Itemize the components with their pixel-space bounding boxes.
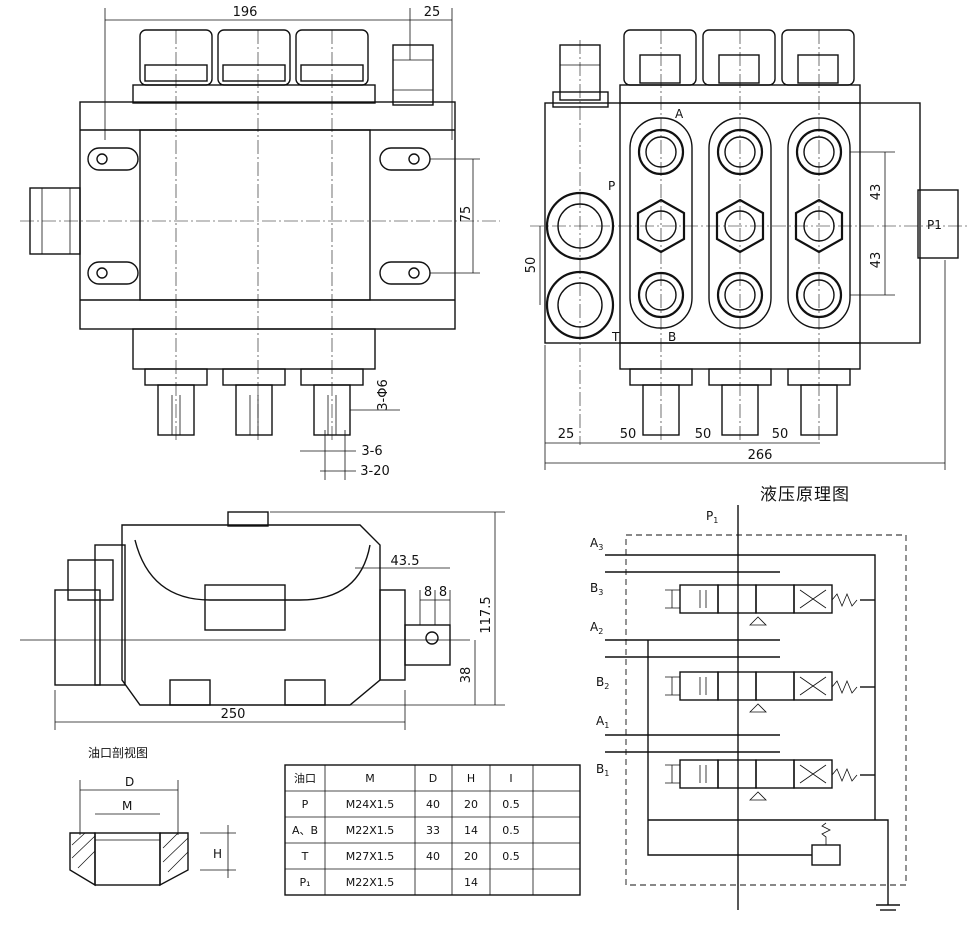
table-cell: M24X1.5 [346,798,395,811]
dim-50-front-1: 50 [620,427,637,442]
dim-8-b: 8 [439,585,447,600]
dim-8-a: 8 [424,585,432,600]
section-title: 油口剖视图 [88,745,148,760]
table-cell: 40 [426,850,440,863]
table-cell: M22X1.5 [346,876,395,889]
dim-50-front-3: 50 [772,427,789,442]
port-label-P1: P1 [927,218,942,232]
schematic-label-A1: A1 [596,714,609,730]
port-label-T: T [611,330,620,344]
table-cell: M27X1.5 [346,850,395,863]
schematic-label-A2: A2 [590,620,603,636]
table-cell: 14 [464,876,478,889]
dim-3phi6: 3-Φ6 [376,379,391,410]
schematic-label-B1: B1 [596,762,609,778]
table-cell: A、B [292,824,318,837]
schematic-label-A3: A3 [590,536,603,552]
table-cell: T [301,850,309,863]
table-header-cell: M [365,772,375,785]
table-cell: P [302,798,309,811]
schematic-label-B3: B3 [590,581,603,597]
dim-43-lower: 43 [869,252,884,269]
section-label-H: H [213,847,222,861]
dim-50-front-2: 50 [695,427,712,442]
table-header-cell: I [509,772,512,785]
dim-75: 75 [459,206,474,223]
dim-196: 196 [233,5,258,20]
table-cell: 0.5 [502,798,520,811]
schematic-label-B2: B2 [596,675,609,691]
table-cell: 20 [464,850,478,863]
dim-25-top: 25 [424,5,441,20]
table-cell: 14 [464,824,478,837]
table-header-cell: D [429,772,437,785]
table-cell: 20 [464,798,478,811]
port-label-P: P [608,179,615,193]
table-cell: 33 [426,824,440,837]
section-label-M: M [122,799,132,813]
table-cell: P₁ [299,876,310,889]
table-cell: M22X1.5 [346,824,395,837]
dim-38: 38 [459,667,474,684]
front-view: P T A B P1 50 43 43 25 5 [524,29,970,470]
dim-43-5: 43.5 [391,554,420,569]
dim-50-vertical: 50 [524,257,539,274]
port-section-view: 油口剖视图 D M H [69,745,236,887]
dim-117-5: 117.5 [479,596,494,633]
dim-266: 266 [748,448,773,463]
table-cell: 40 [426,798,440,811]
hydraulic-schematic: 液压原理图 P1 A3 B3 A2 B2 A1 B1 [590,485,907,911]
schematic-label-P1: P1 [706,509,718,525]
valve-section-3 [665,584,858,626]
dim-43-upper: 43 [869,184,884,201]
table-header-cell: 油口 [294,771,316,785]
dim-250: 250 [221,707,246,722]
valve-section-2 [665,671,858,713]
side-view: 43.5 8 8 117.5 38 250 [20,511,505,730]
top-view: 196 25 [20,5,500,480]
table-cell: 0.5 [502,850,520,863]
dim-3-20: 3-20 [360,464,390,479]
port-label-B: B [668,330,676,344]
schematic-title: 液压原理图 [760,485,850,505]
table-cell: 0.5 [502,824,520,837]
port-label-A: A [675,107,684,121]
section-label-D: D [125,775,134,789]
dim-3-6: 3-6 [361,444,382,459]
table-header-cell: H [467,772,475,785]
dim-25-front: 25 [558,427,575,442]
valve-section-1 [665,759,858,801]
